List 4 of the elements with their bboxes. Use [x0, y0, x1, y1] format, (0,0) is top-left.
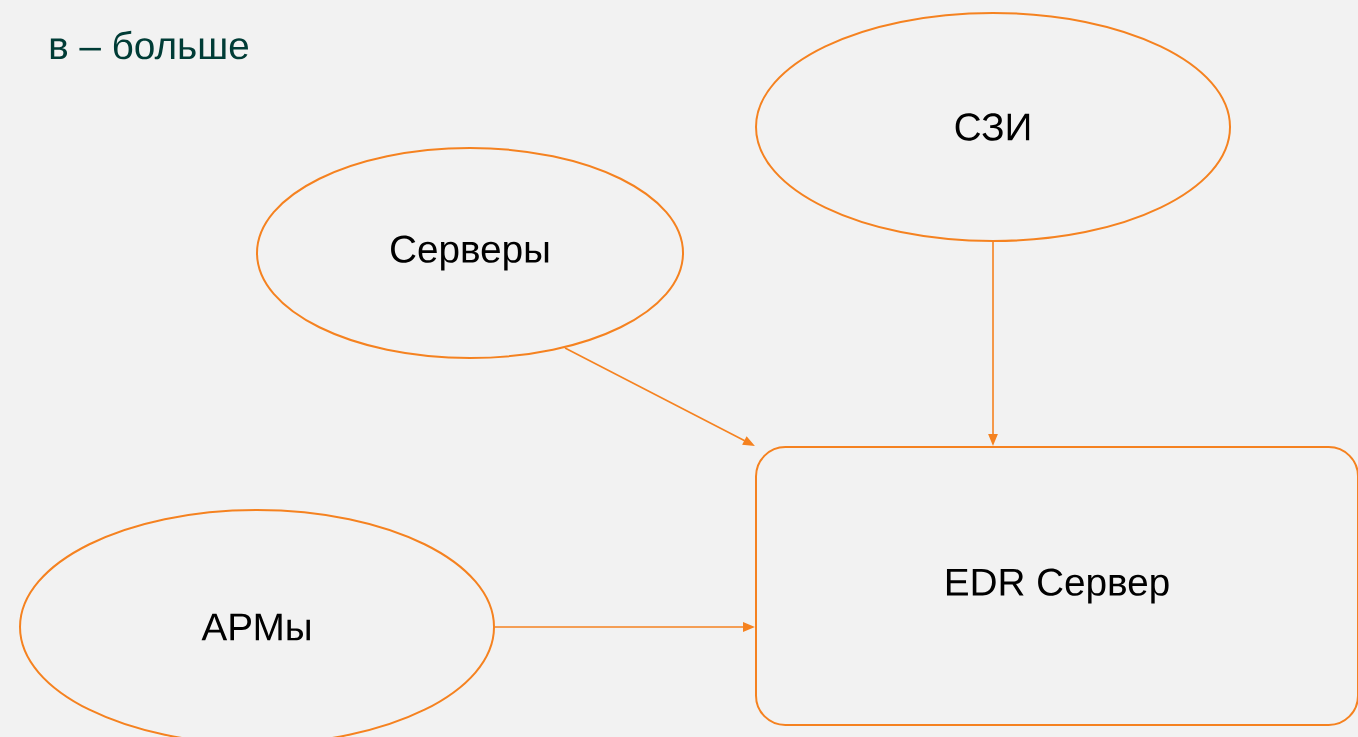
ellipse-node: Серверы: [256, 147, 684, 359]
process-box: EDR Сервер: [755, 446, 1358, 726]
ellipse-node: СЗИ: [755, 12, 1231, 242]
text-fragment: в – больше: [50, 30, 248, 60]
